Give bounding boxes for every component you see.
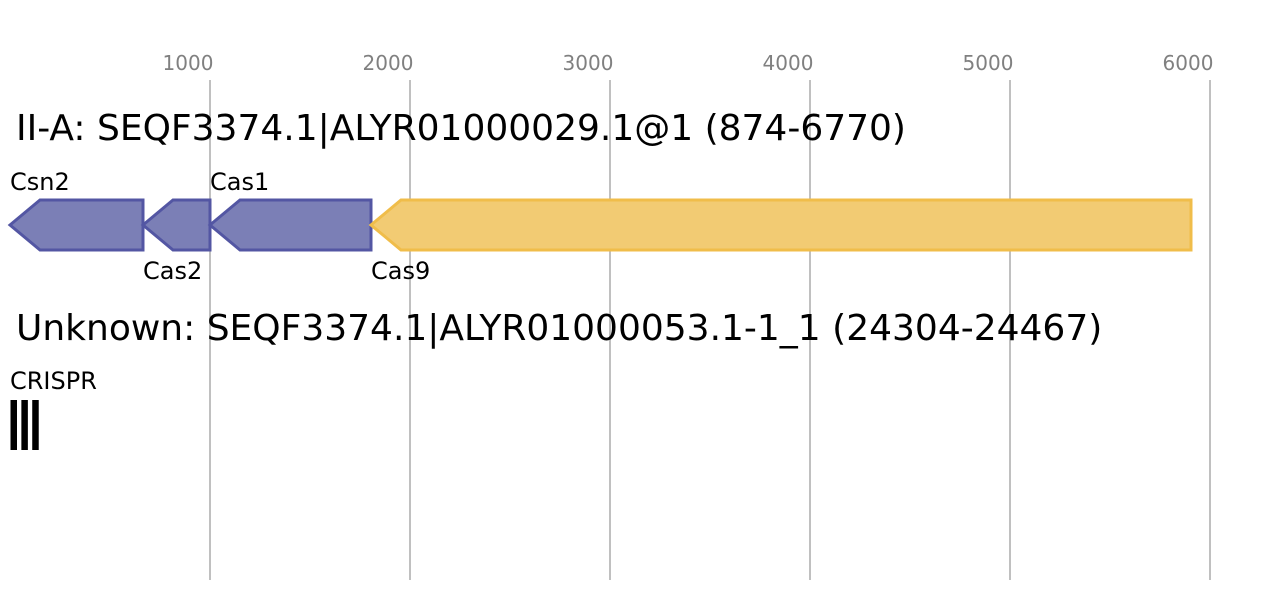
locus-1-title: II-A: SEQF3374.1|ALYR01000029.1@1 (874-6… [16, 108, 906, 149]
tick-label-6000: 6000 [1163, 51, 1214, 75]
gene-cas9-label: Cas9 [371, 257, 430, 285]
gene-cas2-arrow [140, 198, 212, 252]
tick-label-4000: 4000 [763, 51, 814, 75]
gene-cas1-label: Cas1 [210, 168, 269, 196]
tick-label-1000: 1000 [163, 51, 214, 75]
gene-csn2-arrow [7, 198, 145, 252]
gene-cas2-label: Cas2 [143, 257, 202, 285]
crispr-array [10, 400, 39, 450]
tick-label-3000: 3000 [563, 51, 614, 75]
crispr-repeat [10, 400, 17, 450]
tick-label-2000: 2000 [363, 51, 414, 75]
gene-cas1-arrow [207, 198, 373, 252]
crispr-repeat [21, 400, 28, 450]
crispr-repeat [32, 400, 39, 450]
position-axis: 1000 2000 3000 4000 5000 6000 [163, 51, 1214, 580]
gene-cas9-arrow [368, 198, 1193, 252]
locus-2-title: Unknown: SEQF3374.1|ALYR01000053.1-1_1 (… [16, 308, 1102, 349]
crispr-label: CRISPR [10, 367, 97, 395]
gene-csn2-label: Csn2 [10, 168, 70, 196]
tick-label-5000: 5000 [963, 51, 1014, 75]
